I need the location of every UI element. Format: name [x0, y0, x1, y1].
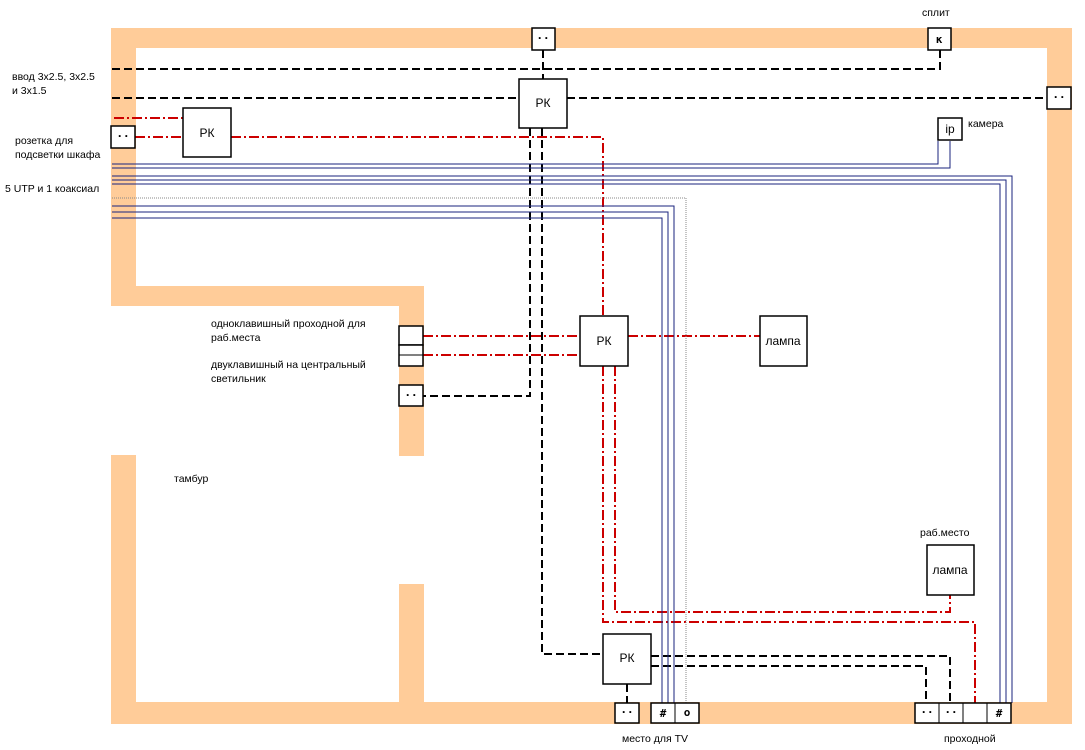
switch-single	[398, 325, 424, 346]
wall-tambur-right-lower	[399, 584, 424, 724]
power-line-rk-bottom	[541, 128, 603, 655]
socket-right-symbol: ··	[1052, 91, 1065, 104]
net-line-coax	[112, 197, 687, 703]
label-cabinet-socket: розетка для подсветки шкафа	[15, 135, 101, 161]
camera-box-frame	[937, 117, 963, 141]
rk-box-top-label: РК	[536, 96, 551, 110]
socket-cabinet-frame	[110, 125, 136, 149]
socket-top: ··	[531, 27, 556, 51]
light-line-pass-outer	[602, 366, 976, 703]
power-wiring	[112, 50, 1047, 703]
socket-tv-frame	[614, 702, 640, 724]
label-workplace: раб.место	[920, 527, 970, 539]
label-tv-place: место для TV	[622, 733, 688, 745]
socket-tv: ··	[614, 702, 640, 724]
socket-right-frame	[1046, 86, 1072, 110]
rk-box-left-frame	[182, 107, 232, 158]
rk-box-top: РК	[518, 78, 568, 129]
label-line: и 3х1.5	[12, 85, 47, 97]
light-line-to-center	[231, 136, 604, 316]
socket-tambur-symbol: ··	[404, 389, 417, 402]
camera-box: ip	[937, 117, 963, 141]
annotations: сплит ввод 3х2.5, 3х2.5 и 3х1.5 розетка д…	[5, 7, 1004, 745]
rk-box-center-frame	[579, 315, 629, 367]
label-line: одноклавишный проходной для	[211, 318, 366, 330]
power-line-pass2	[651, 665, 927, 703]
socket-cabinet-symbol: ··	[116, 130, 129, 143]
rk-box-left: РК	[182, 107, 232, 158]
net-line-pass-2	[112, 179, 1007, 703]
light-line-lamp-work	[614, 366, 951, 613]
tv-network-block: # o	[650, 702, 700, 724]
rk-box-bottom: РК	[602, 633, 652, 685]
lamp-workplace-frame	[926, 544, 975, 596]
label-line: розетка для	[15, 135, 73, 147]
socket-tambur: ··	[398, 384, 424, 407]
label-utp: 5 UTP и 1 коаксиал	[5, 183, 99, 195]
net-line-tv-3	[112, 217, 663, 703]
passage-block: ·· ·· #	[914, 702, 1012, 724]
tv-net-symbol: #	[660, 707, 667, 720]
label-vestibule: тамбур	[174, 473, 209, 485]
tv-coax-symbol: o	[684, 706, 691, 719]
socket-right: ··	[1046, 86, 1072, 110]
rk-box-bottom-frame	[602, 633, 652, 685]
lamp-workplace-label: лампа	[932, 563, 967, 577]
rk-box-center: РК	[579, 315, 629, 367]
wall-left-upper	[111, 28, 136, 306]
wall-left-lower	[111, 455, 136, 724]
net-line-pass-3	[112, 183, 1001, 703]
passage-socket-1-symbol: ··	[920, 706, 933, 719]
rk-box-top-frame	[518, 78, 568, 129]
label-split: сплит	[922, 7, 950, 19]
passage-net-symbol: #	[996, 707, 1003, 720]
switch-single-frame	[398, 325, 424, 346]
wall-bottom	[111, 702, 1072, 724]
switch-double	[398, 344, 424, 367]
ac-outlet-symbol: к	[936, 33, 943, 46]
label-line: раб.места	[211, 332, 261, 344]
rk-box-left-label: РК	[200, 126, 215, 140]
rk-box-center-label: РК	[597, 334, 612, 348]
net-line-tv-1	[112, 205, 675, 703]
lamp-center-label: лампа	[765, 334, 800, 348]
label-line: двуклавишный на центральный	[211, 359, 366, 371]
network-wiring	[112, 141, 1013, 703]
net-line-pass-1	[112, 175, 1013, 703]
walls	[111, 28, 1072, 724]
socket-top-symbol: ··	[536, 32, 549, 45]
rk-box-bottom-label: РК	[620, 651, 635, 665]
net-line-tv-2	[112, 211, 669, 703]
lamp-center: лампа	[759, 315, 808, 367]
wall-tambur-right-upper	[399, 286, 424, 456]
ac-outlet: к	[927, 27, 952, 51]
socket-cabinet: ··	[110, 125, 136, 149]
lamp-workplace: лампа	[926, 544, 975, 596]
label-input: ввод 3х2.5, 3х2.5 и 3х1.5	[12, 71, 95, 97]
socket-top-frame	[531, 27, 556, 51]
label-switch-single: одноклавишный проходной для раб.места	[211, 318, 366, 344]
label-switch-double: двуклавишный на центральный светильник	[211, 359, 366, 385]
lighting-wiring	[114, 117, 976, 703]
socket-tambur-frame	[398, 384, 424, 407]
power-line-split	[112, 50, 941, 70]
net-line-camera-1	[112, 141, 939, 165]
power-line-wall-socket	[423, 128, 531, 397]
power-line-pass1	[651, 655, 951, 703]
passage-socket-2-symbol: ··	[944, 706, 957, 719]
label-line: светильник	[211, 373, 266, 385]
lamp-center-frame	[759, 315, 808, 367]
label-line: ввод 3х2.5, 3х2.5	[12, 71, 95, 83]
socket-tv-symbol: ··	[620, 706, 633, 719]
label-line: подсветки шкафа	[15, 149, 101, 161]
label-camera: камера	[968, 118, 1004, 130]
wall-top	[111, 28, 1072, 48]
wall-right	[1047, 28, 1072, 724]
label-passage: проходной	[944, 733, 996, 745]
camera-box-label: ip	[945, 122, 955, 136]
wall-tambur-top	[111, 286, 424, 306]
ac-outlet-frame	[927, 27, 952, 51]
net-line-camera-2	[112, 141, 951, 169]
